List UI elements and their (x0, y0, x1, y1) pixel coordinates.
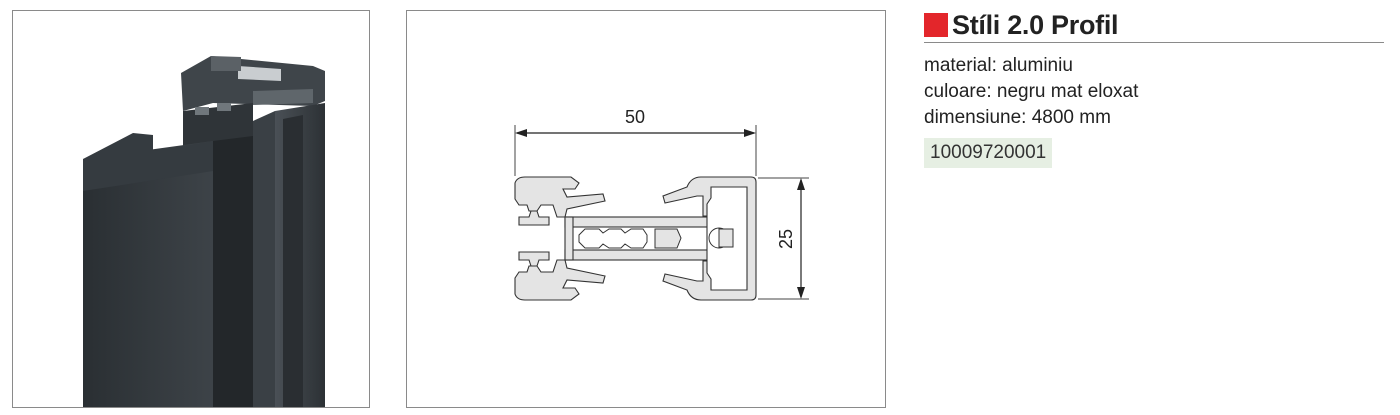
spec-dimension: dimensiune: 4800 mm (924, 107, 1111, 128)
width-arrow-right (744, 129, 756, 137)
profile-outline (514, 176, 757, 301)
width-arrow-left (515, 129, 527, 137)
cross-section-drawing: 50 25 (514, 107, 809, 301)
product-code[interactable]: 10009720001 (924, 138, 1053, 168)
height-arrow-bottom (797, 287, 805, 299)
product-title: Stíli 2.0 Profil (952, 9, 1119, 40)
height-arrow-top (797, 178, 805, 190)
profile-chambers (578, 227, 734, 249)
width-dimension-label: 50 (625, 107, 645, 127)
title-row: Stíli 2.0 Profil (924, 8, 1384, 43)
product-photo (12, 10, 370, 408)
product-info: Stíli 2.0 Profil material: aluminiu culo… (924, 8, 1384, 168)
spec-material: material: aluminiu (924, 55, 1073, 76)
spec-color: culoare: negru mat eloxat (924, 81, 1139, 102)
title-marker-square (924, 13, 948, 37)
profile-photo-image (83, 56, 325, 407)
technical-drawing: 50 25 (406, 10, 886, 408)
spec-list: material: aluminiu culoare: negru mat el… (924, 53, 1384, 131)
height-dimension-label: 25 (776, 229, 796, 249)
